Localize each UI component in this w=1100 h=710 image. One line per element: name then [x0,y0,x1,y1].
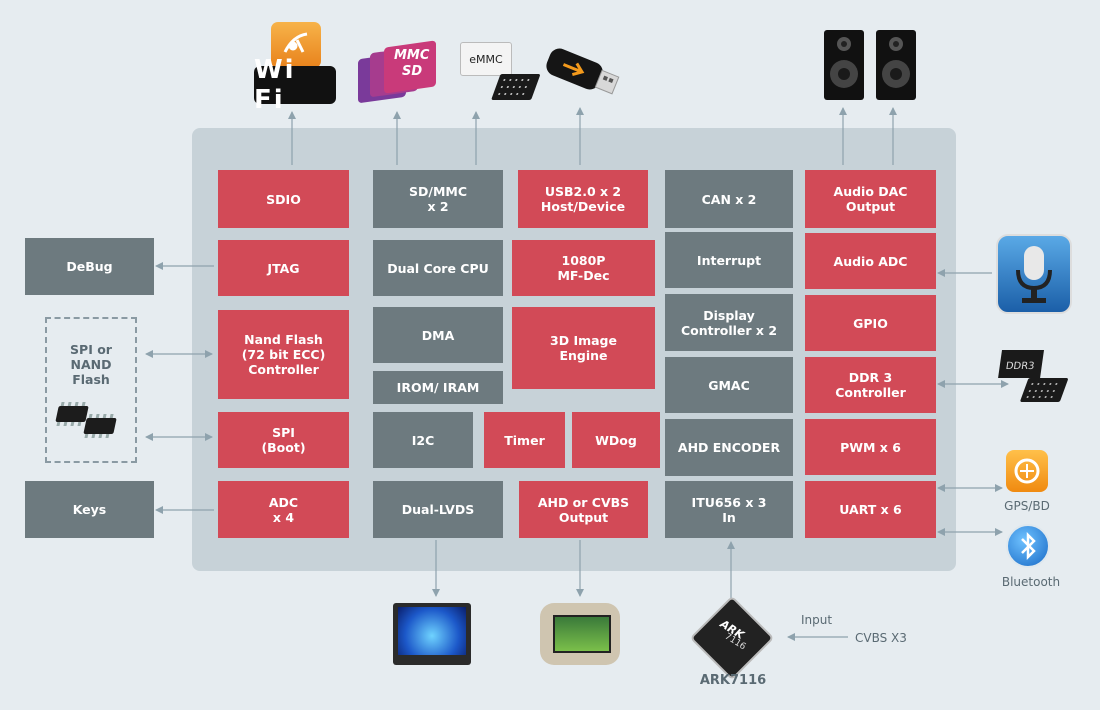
usb-block: USB2.0 x 2 Host/Device [518,170,648,228]
ddr3-chip-icon: DDR3 [998,350,1068,402]
itu656-block: ITU656 x 3 In [665,481,793,538]
dma-block: DMA [373,307,503,363]
spi-nand-flash-label: SPI or NAND Flash [70,342,112,387]
sdmmc-block: SD/MMC x 2 [373,170,503,228]
image3d-block: 3D Image Engine [512,307,655,389]
ddr3-controller-block: DDR 3 Controller [805,357,936,413]
ark-chip-icon: ARK 7116 [692,598,772,678]
wifi-logo: Wi Fi [254,55,336,115]
cvbs-x3-label: CVBS X3 [855,631,907,645]
gps-icon [1006,450,1048,492]
emmc-chip-icon [491,74,540,100]
ddr3-chip-text: DDR3 [1005,361,1035,372]
sd-text: SD [402,64,423,79]
speaker-icon [876,30,916,100]
bluetooth-label: Bluetooth [1001,575,1061,589]
irom-iram-block: IROM/ IRAM [373,371,503,404]
nand-flash-block: Nand Flash (72 bit ECC) Controller [218,310,349,399]
speaker-icon [824,30,864,100]
gmac-block: GMAC [665,357,793,413]
gpio-block: GPIO [805,295,936,351]
audio-dac-block: Audio DAC Output [805,170,936,228]
ahd-encoder-block: AHD ENCODER [665,419,793,476]
wifi-router-icon [271,22,321,68]
monitor-icon [393,603,471,665]
dual-lvds-block: Dual-LVDS [373,481,503,538]
keys-box: Keys [25,481,154,538]
timer-block: Timer [484,412,565,468]
ark7116-label: ARK7116 [699,673,767,688]
adc-block: ADC x 4 [218,481,349,538]
wdog-block: WDog [572,412,660,468]
ahd-cvbs-output-block: AHD or CVBS Output [519,481,648,538]
spi-boot-block: SPI (Boot) [218,412,349,468]
soic-chip-icon [55,402,117,438]
headrest-display-icon [540,603,620,665]
jtag-block: JTAG [218,240,349,296]
spi-nand-flash-box [45,317,137,463]
input-label: Input [801,613,833,627]
uart-block: UART x 6 [805,481,936,538]
debug-box: DeBug [25,238,154,295]
can-block: CAN x 2 [665,170,793,228]
sd-mmc-cards-icon: MMC SD [358,40,438,104]
microphone-icon [996,234,1072,314]
pwm-block: PWM x 6 [805,419,936,475]
emmc-label: eMMC [460,42,512,76]
interrupt-block: Interrupt [665,232,793,288]
display-controller-block: Display Controller x 2 [665,294,793,351]
dual-core-cpu-block: Dual Core CPU [373,240,503,296]
audio-adc-block: Audio ADC [805,233,936,289]
mmc-text: MMC [394,48,430,63]
bluetooth-icon [1006,524,1050,568]
gps-bd-label: GPS/BD [1004,499,1050,513]
sdio-block: SDIO [218,170,349,228]
i2c-block: I2C [373,412,473,468]
usb-drive-icon [546,48,620,95]
dec1080p-block: 1080P MF-Dec [512,240,655,296]
